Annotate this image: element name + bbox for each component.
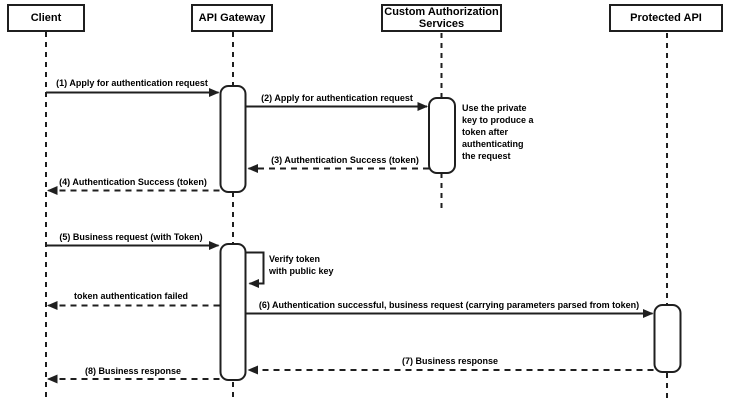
actor-box-api-gateway: API Gateway [191, 4, 273, 32]
message-label-5: (5) Business request (with Token) [59, 231, 203, 242]
message-label-4: (4) Authentication Success (token) [59, 177, 207, 187]
actor-label-api-gateway: API Gateway [198, 12, 266, 24]
message-label-1: (1) Apply for authentication request [56, 78, 208, 88]
actor-label-protected-api: Protected API [630, 12, 702, 24]
actor-label-custom-authorization-services: Custom Authorization Services [384, 6, 499, 30]
message-label-3: (3) Authentication Success (token) [271, 154, 419, 165]
message-label-6: (6) Authentication successful, business … [258, 299, 640, 310]
activation-api-gateway-auth [219, 85, 247, 193]
message-label-8: (8) Business response [84, 365, 182, 376]
message-label-2: (2) Apply for authentication request [261, 92, 413, 103]
note-private-key: Use the private key to produce a token a… [462, 103, 534, 161]
activation-custom-authorization-services [428, 97, 456, 174]
note-verify-token: Verify token with public key [269, 254, 334, 276]
activation-protected-api [653, 304, 682, 373]
actor-box-client: Client [7, 4, 85, 32]
actor-box-custom-authorization-services: Custom Authorization Services [381, 4, 502, 32]
arrow-self-verify-token [246, 251, 265, 288]
actor-label-client: Client [30, 12, 62, 24]
actor-box-protected-api: Protected API [609, 4, 723, 32]
message-label-7: (7) Business response [401, 356, 499, 366]
message-label-token-failed: token authentication failed [73, 291, 189, 301]
activation-api-gateway-business [219, 243, 247, 381]
